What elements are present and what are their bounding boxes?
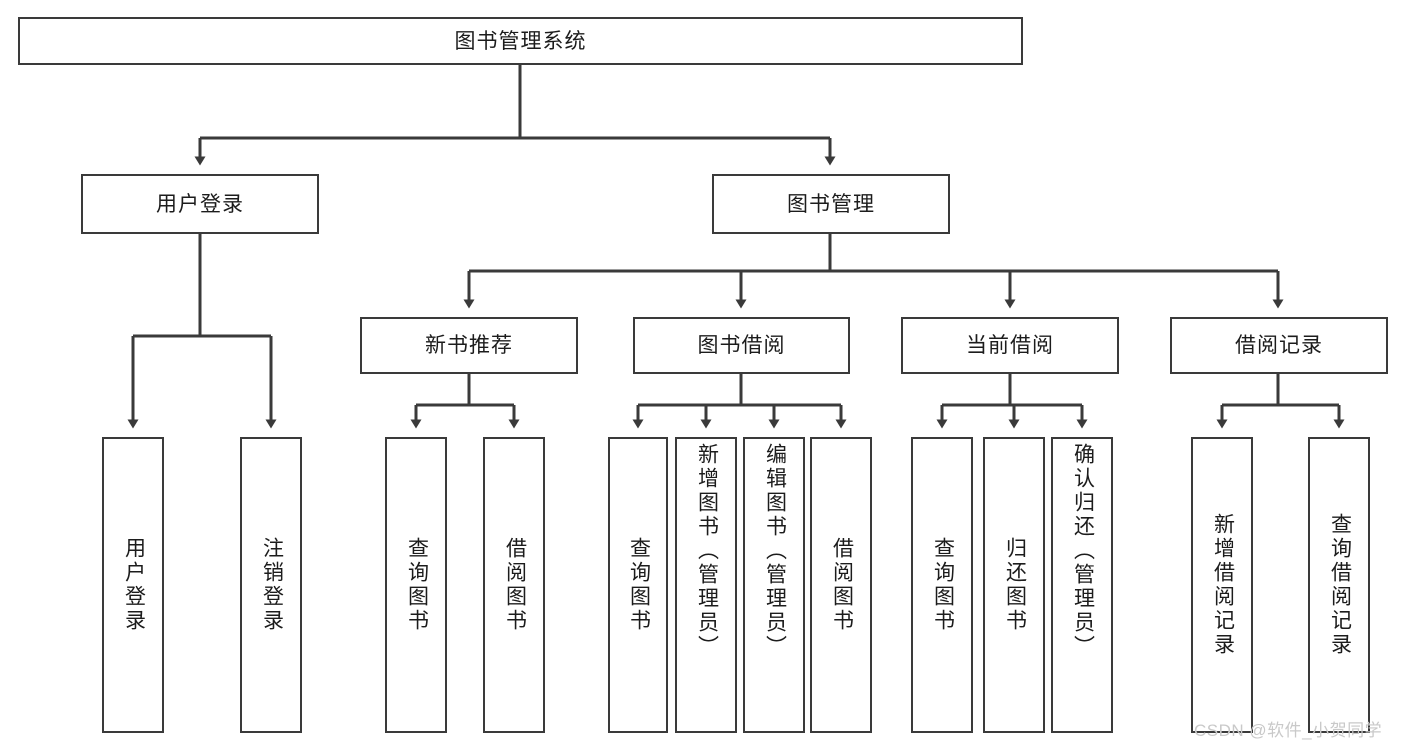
leaf-return-book[interactable]: 归还图书: [983, 437, 1045, 733]
leaf-query-borrow-record-label: 查询借阅记录: [1328, 513, 1352, 657]
leaf-query-book-newbook-label: 查询图书: [405, 537, 429, 633]
leaf-edit-book-admin[interactable]: 编辑图书（管理员）: [743, 437, 805, 733]
leaf-confirm-return-admin-label: 确认归还（管理员）: [1071, 443, 1095, 659]
node-user-login-label: 用户登录: [156, 192, 244, 216]
node-new-book-recommend[interactable]: 新书推荐: [360, 317, 578, 374]
leaf-return-book-label: 归还图书: [1003, 537, 1027, 633]
leaf-borrow-book-newbook[interactable]: 借阅图书: [483, 437, 545, 733]
node-root[interactable]: 图书管理系统: [18, 17, 1023, 65]
leaf-edit-book-admin-label: 编辑图书（管理员）: [763, 443, 787, 659]
node-user-login[interactable]: 用户登录: [81, 174, 319, 234]
leaf-user-login[interactable]: 用户登录: [102, 437, 164, 733]
node-borrow-record-label: 借阅记录: [1235, 334, 1323, 357]
node-book-borrow-label: 图书借阅: [697, 334, 786, 357]
leaf-add-borrow-record-label: 新增借阅记录: [1211, 513, 1235, 657]
node-borrow-record[interactable]: 借阅记录: [1170, 317, 1388, 374]
leaf-borrow-book[interactable]: 借阅图书: [810, 437, 872, 733]
leaf-query-book-newbook[interactable]: 查询图书: [385, 437, 447, 733]
node-new-book-recommend-label: 新书推荐: [425, 334, 513, 357]
leaf-add-borrow-record[interactable]: 新增借阅记录: [1191, 437, 1253, 733]
node-root-label: 图书管理系统: [454, 29, 587, 53]
leaf-confirm-return-admin[interactable]: 确认归还（管理员）: [1051, 437, 1113, 733]
leaf-logout-label: 注销登录: [260, 537, 284, 633]
leaf-query-book-borrow[interactable]: 查询图书: [608, 437, 668, 733]
node-book-management[interactable]: 图书管理: [712, 174, 950, 234]
leaf-logout[interactable]: 注销登录: [240, 437, 302, 733]
node-current-borrow[interactable]: 当前借阅: [901, 317, 1119, 374]
leaf-add-book-admin-label: 新增图书（管理员）: [695, 443, 719, 659]
leaf-user-login-label: 用户登录: [122, 537, 146, 633]
leaf-query-book-current[interactable]: 查询图书: [911, 437, 973, 733]
leaf-borrow-book-newbook-label: 借阅图书: [503, 537, 527, 633]
node-current-borrow-label: 当前借阅: [966, 334, 1054, 357]
leaf-query-borrow-record[interactable]: 查询借阅记录: [1308, 437, 1370, 733]
node-book-borrow[interactable]: 图书借阅: [633, 317, 850, 374]
leaf-borrow-book-label: 借阅图书: [830, 537, 854, 633]
leaf-add-book-admin[interactable]: 新增图书（管理员）: [675, 437, 737, 733]
node-book-management-label: 图书管理: [787, 192, 875, 216]
watermark: CSDN @软件_小贺同学: [1194, 721, 1383, 740]
leaf-query-book-current-label: 查询图书: [931, 537, 955, 633]
leaf-query-book-borrow-label: 查询图书: [627, 537, 651, 633]
